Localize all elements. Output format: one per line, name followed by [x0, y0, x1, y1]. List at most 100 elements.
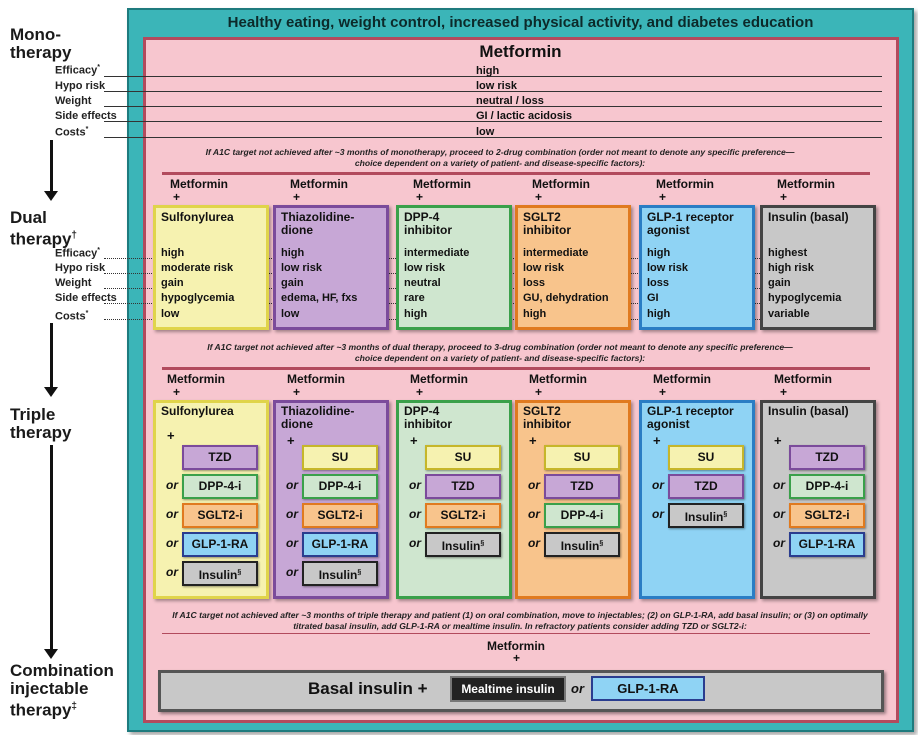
- plus-sign: +: [535, 385, 543, 399]
- dual-hypo-risk-value: low risk: [647, 262, 688, 274]
- mono-side-effects: GI / lactic acidosis: [476, 110, 572, 122]
- dual-costs-value: variable: [768, 308, 810, 320]
- option-label: GLP-1-RA: [798, 537, 856, 551]
- dual-drug-name: Sulfonylurea: [161, 210, 234, 224]
- dual-costs-value: low: [161, 308, 180, 320]
- or-label: or: [652, 478, 664, 492]
- dual-label-hypo-risk: Hypo risk: [55, 262, 106, 274]
- dual-weight-value: loss: [523, 277, 546, 289]
- dual-hypo-risk-value: moderate risk: [161, 262, 234, 274]
- dual-side-effects-value: hypoglycemia: [161, 292, 235, 304]
- stage-triple-text: Triple therapy: [10, 405, 72, 442]
- option-chip-su: SU: [668, 445, 744, 470]
- metformin-plus-label: Metformin: [167, 372, 225, 386]
- or-label: or: [773, 536, 785, 550]
- stage-label-monotherapy: Mono- therapy: [10, 26, 71, 62]
- down-arrow-icon: [44, 445, 58, 659]
- dual-hypo-risk-value: low risk: [404, 262, 445, 274]
- option-label: DPP-4-i: [198, 479, 242, 493]
- plus-sign: +: [293, 190, 301, 204]
- dual-drug-box-sglt2-inhibitor: [515, 205, 631, 330]
- option-label: Insulin: [198, 568, 238, 582]
- option-chip-dpp-4-i: DPP-4-i: [544, 503, 620, 528]
- plus-sign: +: [293, 385, 301, 399]
- dual-label-side-effects: Side effects: [55, 292, 117, 304]
- option-chip-glp-1-ra: GLP-1-RA: [182, 532, 258, 557]
- or-label: or: [652, 507, 664, 521]
- down-arrow-icon: [44, 140, 58, 201]
- option-label: Insulin: [441, 539, 481, 553]
- separator: [162, 172, 870, 175]
- triple-drug-name: Insulin (basal): [768, 404, 849, 418]
- dual-hypo-risk-value: low risk: [281, 262, 322, 274]
- dual-label-efficacy: Efficacy*: [55, 247, 100, 260]
- option-label: GLP-1-RA: [191, 537, 249, 551]
- option-label: SGLT2-i: [440, 508, 486, 522]
- dual-drug-box-insulin-basal: [760, 205, 876, 330]
- insulin-mark: §: [480, 540, 485, 547]
- row-label-weight: Weight: [55, 95, 92, 107]
- option-chip-su: SU: [544, 445, 620, 470]
- option-label: DPP-4-i: [318, 479, 362, 493]
- injectable-plus: +: [513, 651, 521, 665]
- note-mono-to-dual: If A1C target not achieved after ~3 mont…: [205, 147, 795, 168]
- or-label: or: [773, 478, 785, 492]
- option-label: TZD: [570, 479, 594, 493]
- dual-side-effects-value: hypoglycemia: [768, 292, 842, 304]
- dual-costs-value: low: [281, 308, 300, 320]
- dual-weight-value: gain: [281, 277, 304, 289]
- stage-label-dual: Dual therapy†: [10, 209, 77, 249]
- option-chip-insulin: Insulin§: [302, 561, 378, 586]
- metformin-plus-label: Metformin: [777, 177, 835, 191]
- option-chip-tzd: TZD: [425, 474, 501, 499]
- stage-mono-text: Mono- therapy: [10, 25, 72, 62]
- metformin-plus-label: Metformin: [774, 372, 832, 386]
- or-label: or: [528, 507, 540, 521]
- option-chip-insulin: Insulin§: [544, 532, 620, 557]
- option-chip-dpp-4-i: DPP-4-i: [182, 474, 258, 499]
- dual-weight-value: loss: [647, 277, 670, 289]
- dual-drug-box-sulfonylurea: [153, 205, 269, 330]
- option-chip-sglt2-i: SGLT2-i: [425, 503, 501, 528]
- row-line: [104, 121, 882, 122]
- dual-costs-value: high: [404, 308, 428, 320]
- plus-sign: +: [167, 428, 175, 443]
- stage-dual-text: Dual therapy: [10, 208, 72, 249]
- or-label: or: [571, 681, 584, 696]
- mealtime-insulin-chip: Mealtime insulin: [450, 676, 566, 702]
- dual-costs-value: high: [647, 308, 671, 320]
- row-line: [104, 106, 882, 107]
- option-label: Insulin: [684, 510, 724, 524]
- dual-label-weight: Weight: [55, 277, 92, 289]
- triple-drug-name: SGLT2 inhibitor: [523, 404, 571, 431]
- option-chip-insulin: Insulin§: [182, 561, 258, 586]
- or-label: or: [528, 536, 540, 550]
- note-dual-to-triple: If A1C target not achieved after ~3 mont…: [207, 342, 793, 363]
- option-label: Insulin: [560, 539, 600, 553]
- insulin-mark: §: [723, 511, 728, 518]
- option-chip-insulin: Insulin§: [668, 503, 744, 528]
- option-label: GLP-1-RA: [311, 537, 369, 551]
- dual-drug-name: DPP-4 inhibitor: [404, 210, 452, 237]
- metformin-plus-label: Metformin: [170, 177, 228, 191]
- option-chip-glp-1-ra: GLP-1-RA: [302, 532, 378, 557]
- metformin-plus-label: Metformin: [532, 177, 590, 191]
- option-chip-tzd: TZD: [789, 445, 865, 470]
- option-chip-glp-1-ra: GLP-1-RA: [789, 532, 865, 557]
- insulin-mark: §: [357, 569, 362, 576]
- triple-drug-name: DPP-4 inhibitor: [404, 404, 452, 431]
- dual-mark: †: [71, 230, 77, 241]
- dual-efficacy-value: high: [647, 247, 671, 259]
- option-label: SU: [331, 450, 349, 464]
- option-label: SU: [454, 450, 472, 464]
- option-label: DPP-4-i: [805, 479, 849, 493]
- lifestyle-title: Healthy eating, weight control, increase…: [227, 14, 814, 31]
- dual-efficacy-value: high: [281, 247, 305, 259]
- plus-sign: +: [659, 190, 667, 204]
- plus-sign: +: [780, 385, 788, 399]
- combo-mark: ‡: [71, 701, 77, 712]
- mono-hypo-risk: low risk: [476, 80, 517, 92]
- dual-drug-box-dpp-4-inhibitor: [396, 205, 512, 330]
- metformin-plus-label: Metformin: [413, 177, 471, 191]
- metformin-plus-label: Metformin: [656, 177, 714, 191]
